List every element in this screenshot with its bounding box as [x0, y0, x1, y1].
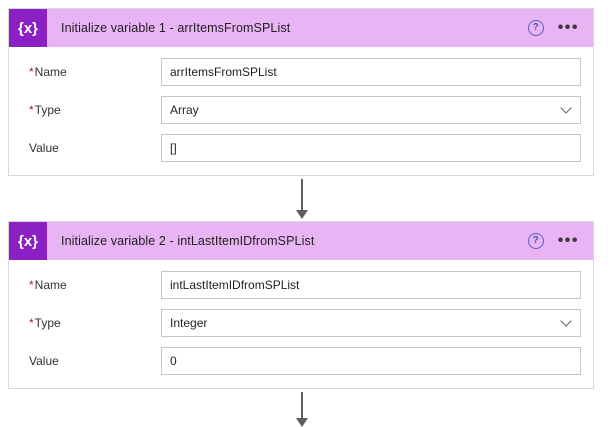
variable-icon: {x}	[9, 222, 47, 260]
field-row-type: *Type	[21, 308, 581, 338]
field-control-type	[161, 309, 581, 337]
field-label-type: *Type	[21, 103, 161, 117]
field-label-value: Value	[21, 354, 161, 368]
more-options-icon[interactable]: •••	[557, 19, 579, 36]
field-label-type: *Type	[21, 316, 161, 330]
action-card-body: *Name *Type Value	[9, 47, 593, 175]
field-label-text: Value	[29, 354, 59, 368]
type-select[interactable]	[161, 309, 581, 337]
action-card-initialize-variable-2[interactable]: {x} Initialize variable 2 - intLastItemI…	[8, 221, 594, 389]
required-indicator: *	[29, 65, 34, 79]
action-card-header[interactable]: {x} Initialize variable 1 - arrItemsFrom…	[9, 9, 593, 47]
field-control-name	[161, 271, 581, 299]
variable-icon: {x}	[9, 9, 47, 47]
field-label-text: Value	[29, 141, 59, 155]
action-card-title: Initialize variable 2 - intLastItemIDfro…	[61, 234, 315, 248]
action-card-title: Initialize variable 1 - arrItemsFromSPLi…	[61, 21, 291, 35]
field-control-name	[161, 58, 581, 86]
connector-arrowhead	[296, 418, 308, 427]
field-label-text: Type	[34, 103, 61, 117]
required-indicator: *	[29, 316, 34, 330]
required-indicator: *	[29, 103, 34, 117]
field-label-value: Value	[21, 141, 161, 155]
type-select[interactable]	[161, 96, 581, 124]
required-indicator: *	[29, 278, 34, 292]
field-control-type	[161, 96, 581, 124]
help-icon[interactable]: ?	[527, 233, 544, 249]
field-label-text: Name	[34, 278, 67, 292]
field-row-type: *Type	[21, 95, 581, 125]
action-card-initialize-variable-1[interactable]: {x} Initialize variable 1 - arrItemsFrom…	[8, 8, 594, 176]
value-input[interactable]	[161, 134, 581, 162]
action-card-header[interactable]: {x} Initialize variable 2 - intLastItemI…	[9, 222, 593, 260]
connector-arrow-2	[295, 392, 309, 427]
field-label-text: Name	[34, 65, 67, 79]
action-card-header-actions: ? •••	[527, 232, 593, 249]
field-label-text: Type	[34, 316, 61, 330]
field-control-value	[161, 347, 581, 375]
action-card-body: *Name *Type Value	[9, 260, 593, 388]
field-row-value: Value	[21, 346, 581, 376]
field-control-value	[161, 134, 581, 162]
connector-arrow-1	[295, 179, 309, 219]
name-input[interactable]	[161, 58, 581, 86]
value-input[interactable]	[161, 347, 581, 375]
connector-line	[301, 392, 303, 418]
field-row-name: *Name	[21, 57, 581, 87]
field-row-value: Value	[21, 133, 581, 163]
help-icon[interactable]: ?	[527, 20, 544, 36]
action-card-header-actions: ? •••	[527, 19, 593, 36]
name-input[interactable]	[161, 271, 581, 299]
field-row-name: *Name	[21, 270, 581, 300]
field-label-name: *Name	[21, 65, 161, 79]
more-options-icon[interactable]: •••	[557, 232, 579, 249]
connector-line	[301, 179, 303, 210]
field-label-name: *Name	[21, 278, 161, 292]
connector-arrowhead	[296, 210, 308, 219]
